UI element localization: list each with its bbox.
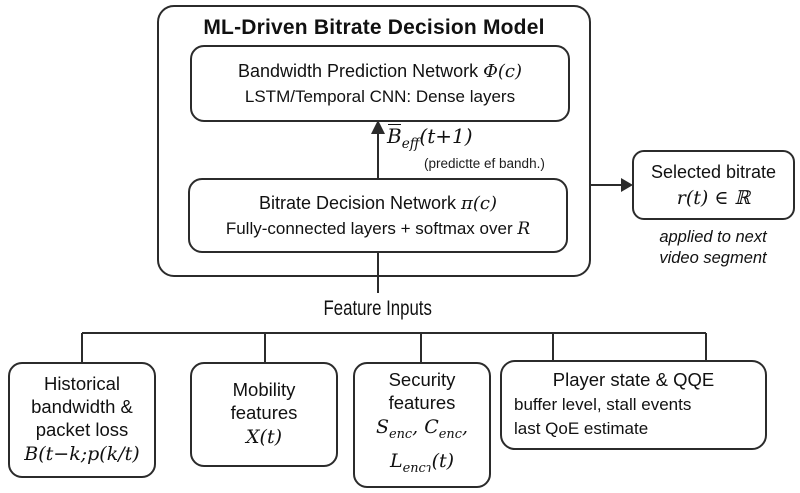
player-state-box: Player state & QQE buffer level, stall e… (500, 360, 767, 450)
historical-line1: Historical (43, 373, 121, 394)
bandwidth-network-math: Φ(c) (483, 61, 522, 82)
prediction-arrowhead (371, 120, 385, 134)
bitrate-network-detail: Fully-connected layers + softmax over R (226, 217, 530, 241)
predicted-bandwidth-label: Beff(t+1) (387, 124, 473, 152)
security-features-box: Security features Senc, Cenc, Lencɿ(t) (353, 362, 491, 488)
security-c-symbol: , C (412, 416, 439, 439)
bandwidth-network-detail: LSTM/Temporal CNN: Dense layers (244, 87, 516, 106)
security-l-symbol: L (389, 450, 403, 472)
security-comma: , (461, 416, 469, 439)
security-l-args: (t) (431, 450, 455, 472)
selected-bitrate-box: Selected bitrate r(t) ∈ ℝ (632, 150, 795, 220)
selected-bitrate-title: Selected bitrate (650, 161, 777, 182)
player-line2: buffer level, stall events (514, 395, 692, 414)
bandwidth-network-name: Bandwidth Prediction Network (237, 61, 484, 81)
bandwidth-network-title: Bandwidth Prediction Network Φ(c) (238, 58, 522, 85)
security-s-symbol: S (375, 416, 389, 439)
historical-bandwidth-box: Historical bandwidth & packet loss B(t−k… (8, 362, 156, 478)
bitrate-network-math: π(c) (461, 193, 498, 214)
b-bar-subscript: eff (401, 136, 420, 152)
historical-math: B(t−k;p(k/t) (24, 443, 140, 465)
mobility-line2: features (230, 402, 298, 423)
model-title: ML-Driven Bitrate Decision Model (203, 16, 545, 39)
security-line2: features (388, 392, 456, 414)
output-arrowhead (621, 178, 633, 192)
historical-line2: bandwidth & (31, 396, 133, 417)
bitrate-network-title: Bitrate Decision Network π(c) (259, 190, 497, 217)
bitrate-network-name: Bitrate Decision Network (258, 193, 462, 213)
security-line1: Security (388, 369, 456, 391)
selected-bitrate-caption-line1: applied to next (659, 228, 767, 246)
security-math-line1: Senc, Cenc, (376, 414, 468, 448)
bandwidth-prediction-network-box: Bandwidth Prediction Network Φ(c) LSTM/T… (190, 45, 570, 122)
selected-bitrate-math: r(t) ∈ ℝ (676, 186, 751, 209)
bitrate-network-detail-math: R (517, 219, 531, 239)
ml-model-container: ML-Driven Bitrate Decision Model (157, 5, 591, 277)
security-math-line2: Lencɿ(t) (390, 448, 454, 482)
b-bar-symbol: B (387, 124, 402, 148)
player-title: Player state & QQE (552, 369, 715, 390)
mobility-features-box: Mobility features X(t) (190, 362, 338, 467)
bitrate-decision-network-box: Bitrate Decision Network π(c) Fully-conn… (188, 178, 568, 253)
selected-bitrate-caption: applied to next video segment (618, 227, 800, 269)
player-line3: last QoE estimate (514, 419, 649, 438)
feature-inputs-label: Feature Inputs (278, 297, 478, 321)
mobility-line1: Mobility (232, 379, 296, 400)
selected-bitrate-caption-line2: video segment (659, 249, 767, 267)
b-bar-args: (t+1) (419, 124, 473, 148)
bitrate-network-detail-text: Fully-connected layers + softmax over (225, 219, 518, 238)
security-s-subscript: enc (388, 427, 413, 442)
security-c-subscript: enc (438, 427, 462, 442)
security-l-subscript: encɿ (402, 460, 432, 476)
historical-line3: packet loss (35, 419, 129, 440)
feature-inputs-text: Feature Inputs (323, 297, 433, 320)
mobility-math: X(t) (246, 426, 282, 448)
predicted-bandwidth-caption: (predictte ef bandh.) (424, 156, 545, 171)
